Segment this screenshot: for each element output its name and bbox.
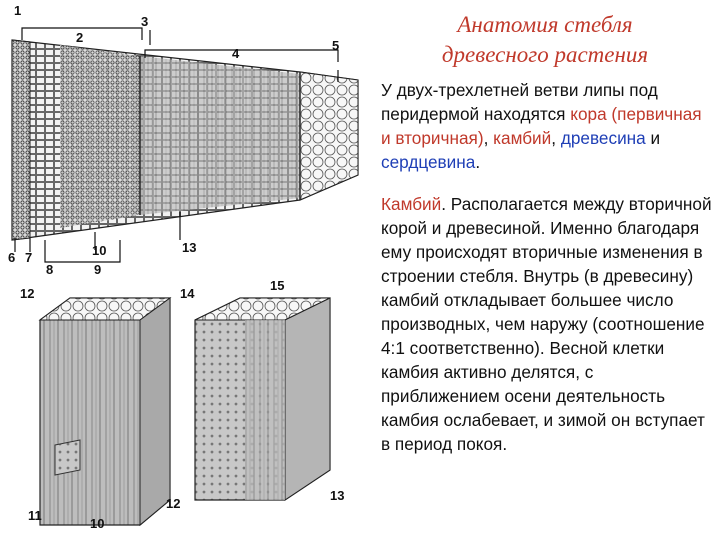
intro-text-1: У двух-трехлетней ветви липы под перидер… (381, 80, 658, 124)
figure-label-4: 4 (232, 46, 240, 61)
figure-label-2: 2 (76, 30, 83, 45)
intro-text-5: . (475, 152, 481, 172)
figure-brackets (14, 27, 339, 263)
figure-label-11: 11 (28, 508, 42, 523)
title-line-1: Анатомия стебля (457, 12, 633, 37)
term-serdcevina: сердцевина (381, 152, 476, 172)
figure-label-5: 5 (332, 38, 339, 53)
figure-label-10: 10 (92, 243, 106, 258)
figure-label-9: 9 (94, 262, 101, 277)
wood-block-left (38, 297, 172, 527)
intro-paragraph: У двух-трехлетней ветви липы под перидер… (381, 78, 713, 174)
figure-label-10-bottom: 10 (90, 516, 104, 531)
cambium-paragraph: Камбий. Располагается между вторичной ко… (381, 192, 713, 456)
slide-title: Анатомия стебля древесного растения (386, 10, 704, 70)
term-drevesina: древесина (560, 128, 646, 148)
term-kora: кора (первичная и вторичная) (381, 104, 702, 148)
figure-label-3: 3 (141, 14, 148, 29)
figure-label-8: 8 (46, 262, 53, 277)
figure-label-6: 6 (8, 250, 15, 265)
intro-text-3: , (551, 128, 561, 148)
figure-label-12-top: 12 (20, 286, 34, 301)
intro-text-2: , (483, 128, 494, 148)
intro-text-4: и (645, 128, 661, 148)
term-kambiy: камбий (493, 128, 552, 148)
title-line-2: древесного растения (441, 42, 649, 67)
figure-label-13: 13 (182, 240, 196, 255)
figure-label-13-bottom: 13 (330, 488, 344, 503)
term-cambium: Камбий (381, 194, 442, 214)
figure-label-12-bottom: 12 (166, 496, 180, 511)
body-text: У двух-трехлетней ветви липы под перидер… (381, 78, 713, 456)
wood-block-right (194, 297, 331, 501)
cambium-text: . Располагается между вторичной корой и … (381, 194, 712, 454)
figure-label-7: 7 (25, 250, 32, 265)
figure-label-1: 1 (14, 3, 21, 18)
stem-anatomy-figure: 1 2 3 4 5 6 7 8 9 10 13 12 14 15 11 10 1… (8, 3, 359, 531)
figure-label-15: 15 (270, 278, 284, 293)
stem-cross-section (11, 39, 359, 241)
figure-label-14: 14 (180, 286, 195, 301)
